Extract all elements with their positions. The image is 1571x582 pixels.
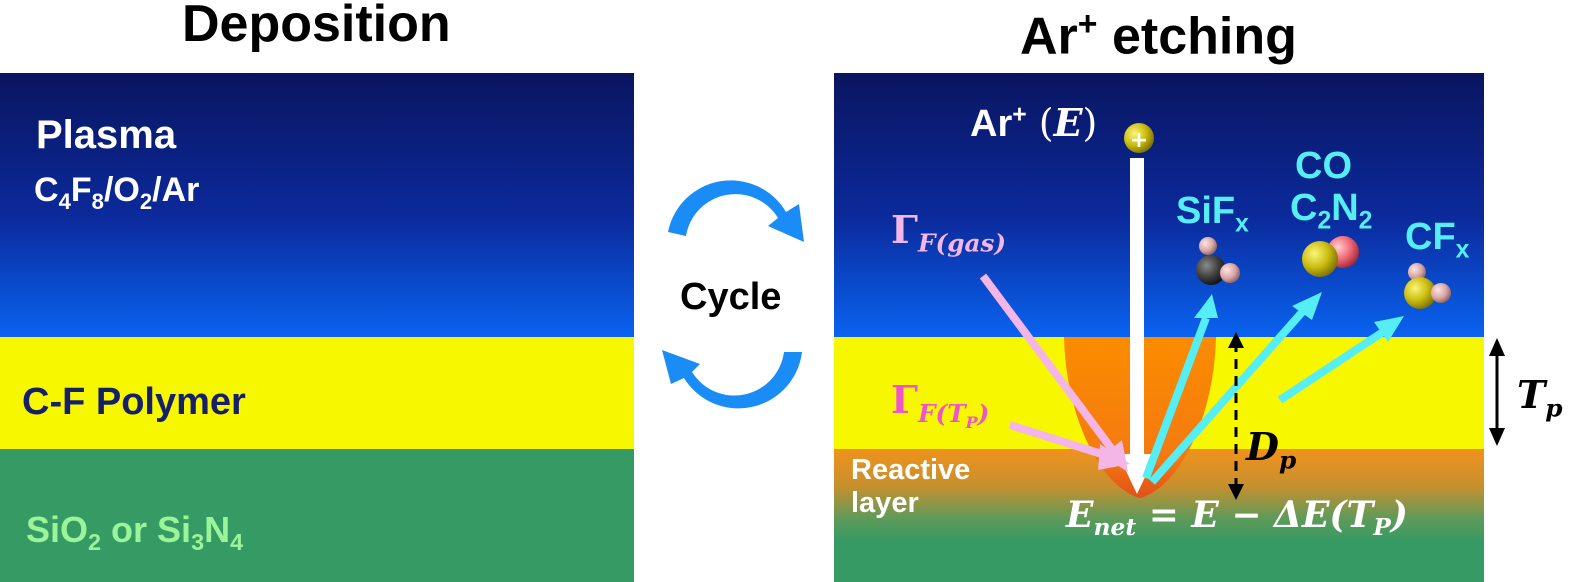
sifx-molecule bbox=[1196, 237, 1240, 285]
polymer-label: C-F Polymer bbox=[22, 381, 246, 423]
gamma-tp-label: ΓF(TP) bbox=[891, 377, 990, 432]
tp-arrow-bottom bbox=[1489, 428, 1505, 446]
ar-ion-ball bbox=[1124, 123, 1154, 153]
sifx-arrow-head bbox=[1194, 294, 1218, 318]
etch-plasma-region bbox=[834, 73, 1484, 337]
tp-arrow-top bbox=[1489, 338, 1505, 356]
deposition-panel: Plasma C4F8/O2/Ar C-F Polymer SiO2 or Si… bbox=[0, 73, 634, 582]
product-arrow-2 bbox=[1149, 307, 1307, 485]
ar-etching-title: Ar+ etching bbox=[1020, 5, 1297, 66]
plasma-region bbox=[0, 73, 634, 337]
co-label: CO bbox=[1295, 145, 1352, 187]
cfx-molecule bbox=[1404, 263, 1451, 309]
gamma-tp-arrow-head bbox=[1098, 444, 1130, 470]
tp-label: Tp bbox=[1517, 372, 1563, 423]
gamma-gas-arrow bbox=[979, 273, 1118, 455]
reactive-layer-label: Reactive layer bbox=[851, 454, 971, 519]
polymer-layer bbox=[0, 337, 634, 449]
ion-arrow-shaft bbox=[1130, 158, 1144, 456]
gamma-tp-arrow bbox=[1008, 421, 1110, 460]
gamma-gas-label: ΓF(gas) bbox=[891, 207, 1007, 258]
plasma-label: Plasma bbox=[36, 113, 177, 157]
substrate-layer bbox=[0, 449, 634, 582]
gas-mixture-label: C4F8/O2/Ar bbox=[34, 171, 200, 214]
enet-equation: Enet = E − ΔE(TP) bbox=[1066, 494, 1408, 542]
sifx-label: SiFx bbox=[1176, 190, 1249, 238]
cfx-arrow-head bbox=[1374, 316, 1404, 342]
dp-arrow-top bbox=[1228, 332, 1244, 348]
dp-label: Dp bbox=[1246, 424, 1297, 475]
product-arrow-2-head bbox=[1292, 292, 1322, 320]
cfx-label: CFx bbox=[1405, 216, 1470, 264]
substrate-label: SiO2 or Si3N4 bbox=[26, 509, 244, 556]
plus-icon: + bbox=[1130, 128, 1148, 153]
dp-arrow-bottom bbox=[1228, 484, 1244, 500]
c2n2-label: C2N2 bbox=[1290, 187, 1373, 235]
cfx-arrow bbox=[1277, 326, 1389, 404]
sifx-arrow bbox=[1142, 316, 1210, 480]
deposition-title: Deposition bbox=[182, 0, 451, 53]
ion-label: Ar+ (E) bbox=[970, 100, 1098, 145]
cycle-label: Cycle bbox=[680, 276, 782, 318]
co-molecule bbox=[1302, 236, 1359, 277]
